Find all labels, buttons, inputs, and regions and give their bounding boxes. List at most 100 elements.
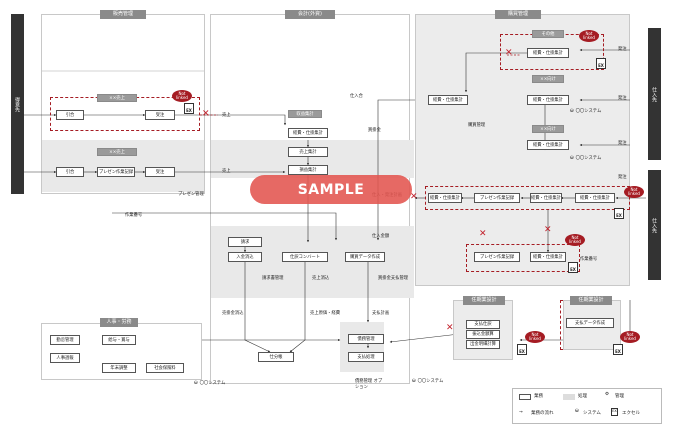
edge-paid: 買掛金 [368, 128, 381, 133]
edge-work-no: 作業番号 [125, 213, 143, 218]
purchasing-row2-b[interactable]: プレゼン作業記録 [474, 193, 520, 203]
contract-c-box[interactable]: 出金明細計算 [466, 340, 500, 349]
purchasing-expense-group1[interactable]: 経費・仕掛集計 [527, 95, 569, 105]
purchasing-dashed-row3 [466, 244, 580, 272]
edge-order-2: 発注 [618, 96, 627, 101]
not-linked-badge-1: Not linked [172, 90, 192, 102]
pay-ledger-box[interactable]: 債務管理 [348, 334, 384, 344]
legend-flow-label: 業務の流れ [531, 411, 554, 416]
broken-link-icon: ✕ [446, 323, 454, 333]
sales-group-header-top: ××売上 [97, 94, 137, 102]
purchasing-row3-b[interactable]: 経費・仕掛集計 [530, 252, 566, 262]
inventory-calc-box[interactable]: 損益集計 [288, 165, 328, 175]
purchasing-row2-d[interactable]: 経費・仕掛集計 [575, 193, 615, 203]
sales-order-top[interactable]: 受注 [145, 110, 175, 120]
system-3-label: 〇〇システム [199, 381, 226, 386]
system-4-label: 〇〇システム [417, 379, 444, 384]
edge-work-no-2: 作業番号 [580, 257, 598, 262]
hr-insurance-box[interactable]: 社会保険料 [146, 363, 184, 373]
hr-annual-box[interactable]: 年末調整 [102, 363, 136, 373]
purchasing-group1-header: ××向け [532, 75, 564, 83]
broken-link-icon: ✕ [410, 192, 418, 202]
supplier-bar-top: 仕入先 [648, 28, 661, 160]
not-linked-badge-5: Not linked [525, 331, 545, 343]
hr-attendance-box[interactable]: 勤怠管理 [50, 335, 80, 345]
database-icon: ⛁ [570, 155, 574, 161]
hr-salary-box[interactable]: 給与・賞与 [102, 335, 136, 345]
contract-lane-header: 任期業設計 [463, 296, 505, 305]
legend-business-label: 業務 [534, 394, 543, 399]
edge-sales-2: 売上 [222, 169, 231, 174]
excel-icon: EX [184, 103, 194, 114]
system-4: ⛁〇〇システム [412, 378, 444, 385]
system-1-label: 〇〇システム [575, 109, 602, 114]
system-2: ⛁〇〇システム [570, 155, 602, 162]
purchasing-row2-c[interactable]: 経費・仕掛集計 [530, 193, 562, 203]
sales-proposal-input[interactable]: プレゼン作業記録 [97, 167, 135, 177]
pay-option-label: 債務管理 オプション [355, 379, 383, 390]
legend-process-swatch [563, 394, 575, 400]
hr-personnel-box[interactable]: 人事週報 [50, 353, 80, 363]
system-1: ⛁〇〇システム [570, 108, 602, 115]
ledger-convert-box[interactable]: 仕訳コンバート [282, 252, 328, 262]
database-icon: ⛁ [194, 380, 198, 386]
edge-cost: 売上原価・経費 [310, 311, 341, 316]
proposal-mgmt-label: プレゼン管理 [178, 192, 204, 197]
payment-receipt-box[interactable]: 入金消込 [228, 252, 262, 262]
excel-icon: EX [596, 58, 606, 69]
purchasing-lane-header: 購買管理 [495, 10, 541, 19]
sales-zone-top [42, 70, 204, 72]
legend-process-label: 処理 [578, 394, 587, 399]
purchasing-expense-top[interactable]: 経費・仕掛集計 [527, 48, 569, 58]
not-linked-badge-6: Not linked [620, 331, 640, 343]
excel-icon: EX [568, 262, 578, 273]
purchasing-main-calc[interactable]: 経費・仕掛集計 [428, 95, 468, 105]
sample-watermark: SAMPLE [250, 175, 412, 204]
purchasing-dashed-row2 [425, 186, 630, 210]
legend-business-swatch [519, 394, 531, 400]
system-3: ⛁〇〇システム [194, 380, 226, 387]
customer-bar: 得意先 [11, 14, 24, 194]
broken-link-icon: ✕ [544, 225, 552, 235]
expense-calc-box[interactable]: 経費・仕掛集計 [288, 128, 328, 138]
not-linked-badge-4: Not linked [565, 234, 585, 246]
sales-return-label: 売上消込 [312, 276, 330, 281]
system-2-label: 〇〇システム [575, 156, 602, 161]
purchasing-row2-a[interactable]: 経費・仕掛集計 [428, 193, 462, 203]
sales-group-header-bottom: ××売上 [97, 148, 137, 156]
sales-inquiry-bottom[interactable]: 引合 [56, 167, 84, 177]
edge-purchase: 仕入合 [350, 94, 363, 99]
legend-excel-label: エクセル [622, 411, 640, 416]
pay-data-box[interactable]: 購買データ作成 [345, 252, 385, 262]
sales-inquiry-top[interactable]: 引合 [56, 110, 84, 120]
contract-b-box[interactable]: 振込金額算 [466, 330, 500, 339]
hr-lane-header: 人事・労務 [100, 318, 138, 327]
sales-calc-box[interactable]: 売上集計 [288, 147, 328, 157]
not-linked-badge-2: Not linked [579, 30, 599, 42]
edge-order-4: 発注 [618, 175, 627, 180]
contract-a-box[interactable]: 支払仕訳 [466, 320, 500, 329]
purchasing-expense-group2[interactable]: 経費・仕掛集計 [527, 140, 569, 150]
purchasing-other-header: その他 [532, 30, 564, 38]
revenue-calc-header: 収益集計 [288, 110, 322, 118]
legend-box: 業務 処理 ⚙ 管理 → 業務の流れ ⛁ システム EX エクセル [512, 388, 662, 424]
legend-system-label: システム [583, 411, 601, 416]
excel-icon: EX [613, 344, 623, 355]
accounting-lane-header: 会計(外資) [285, 10, 335, 19]
pay-process-box[interactable]: 支払処理 [348, 352, 384, 362]
sales-order-bottom[interactable]: 受注 [145, 167, 175, 177]
purchasing-group2-header: ××向け [532, 125, 564, 133]
billing-lane-header: 任期業設計 [570, 296, 612, 305]
excel-icon: EX [611, 408, 618, 416]
legend-flow-arrow: → [519, 410, 523, 415]
invoice-box[interactable]: 請求 [228, 237, 262, 247]
database-icon: ⛁ [412, 378, 416, 384]
database-icon: ⛁ [570, 108, 574, 114]
broken-link-icon: ✕ [505, 48, 513, 58]
invoice-mgmt-label: 請求書管理 [262, 276, 284, 281]
general-ledger-box[interactable]: 仕分帳 [258, 352, 294, 362]
accounting-zone-bottom [340, 322, 384, 372]
billing-a-box[interactable]: 支払データ作成 [566, 318, 614, 328]
purchasing-row3-a[interactable]: プレゼン作業記録 [474, 252, 520, 262]
purchase-mgmt-label: 買掛金支払管理 [378, 276, 409, 281]
